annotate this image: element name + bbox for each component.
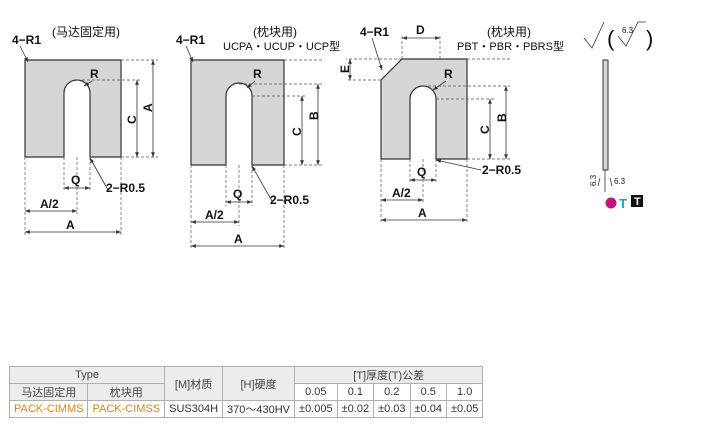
- roughness-inner-value: 6.3: [622, 26, 634, 35]
- cell-tol-01: ±0.02: [336, 400, 375, 418]
- cell-tol-10: ±0.05: [445, 400, 484, 418]
- col-thickness-05: 0.5: [409, 383, 447, 401]
- col-thickness-005: 0.05: [294, 383, 338, 401]
- ucp-shim-models: UCPA・UCUP・UCP型: [223, 39, 340, 53]
- ucp-corner-label: 4−R1: [176, 33, 205, 47]
- side-view: ( 6.3 ) 6.3 6.3 T T: [583, 21, 653, 211]
- pbt-shim-shape: [380, 58, 468, 160]
- motor-dim-q: Q: [71, 173, 80, 187]
- badge-t-dark: T: [634, 196, 641, 208]
- roughness-symbol-icon: [583, 21, 605, 49]
- pbt-dim-c: C: [478, 125, 492, 134]
- plate-side-profile: [602, 59, 609, 171]
- ucp-shim-shape: [190, 59, 285, 166]
- col-type: Type: [8, 366, 166, 384]
- ucp-dim-q: Q: [233, 187, 242, 201]
- roughness-paren-open: (: [607, 26, 615, 51]
- roughness-paren-close: ): [646, 26, 653, 51]
- pbt-dim-e: E: [338, 65, 352, 73]
- motor-shim-shape: [24, 59, 122, 158]
- pbt-shim-models: PBT・PBR・PBRS型: [457, 39, 564, 53]
- cell-tol-02: ±0.03: [373, 400, 411, 418]
- ucp-dim-a: A: [234, 232, 243, 246]
- ucp-fillet-label: 2−R0.5: [270, 193, 309, 207]
- pbt-radius-label: R: [444, 67, 453, 81]
- pbt-dim-half-a: A/2: [392, 186, 411, 200]
- pbt-dim-q: Q: [417, 165, 426, 179]
- spec-header-row-1: Type [M]材质 [H]硬度 [T]厚度(T)公差: [8, 366, 484, 401]
- cell-block-type[interactable]: PACK-CIMSS: [87, 400, 166, 418]
- pbt-shim-title: (枕块用): [487, 24, 531, 39]
- roughness-inner-symbol-icon: [617, 21, 646, 47]
- ucp-dim-half-a: A/2: [205, 208, 224, 222]
- motor-radius-label: R: [90, 67, 99, 81]
- roughness-right-value: 6.3: [614, 177, 626, 186]
- cell-tol-05: ±0.04: [409, 400, 447, 418]
- cell-motor-type[interactable]: PACK-CIMMS: [8, 400, 89, 418]
- motor-fillet-label: 2−R0.5: [106, 181, 145, 195]
- col-thickness-02: 0.2: [373, 383, 411, 401]
- ucp-dim-c: C: [290, 127, 304, 136]
- pbt-fillet-label: 2−R0.5: [482, 163, 521, 177]
- col-material: [M]材质: [164, 366, 224, 401]
- figure-pillow-block-pbt: (枕块用) PBT・PBR・PBRS型 4−R1 D E R B C Q: [338, 23, 564, 224]
- pbt-corner-label: 4−R1: [360, 25, 389, 39]
- figure-pillow-block-ucp: (枕块用) UCPA・UCUP・UCP型 4−R1 R B C Q A/2 A …: [176, 24, 340, 250]
- ucp-shim-title: (枕块用): [253, 24, 297, 39]
- col-thickness-10: 1.0: [445, 383, 484, 401]
- cell-tol-005: ±0.005: [294, 400, 338, 418]
- cell-hardness: 370～430HV: [222, 400, 296, 418]
- col-type-block: 枕块用: [87, 383, 166, 401]
- spec-table: Type [M]材质 [H]硬度 [T]厚度(T)公差 马达固定用 枕块用 0.…: [8, 366, 484, 418]
- col-thickness: [T]厚度(T)公差: [294, 366, 484, 384]
- figure-motor-mount: (马达固定用) 4−R1 R A C Q A/2 A 2−R0.5: [12, 24, 158, 236]
- motor-dim-a-bottom: A: [66, 218, 75, 232]
- col-thickness-01: 0.1: [336, 383, 375, 401]
- badge-t-light: T: [619, 196, 627, 211]
- motor-dim-a-vertical: A: [141, 103, 155, 112]
- material-badge-icon: [605, 197, 617, 209]
- pbt-dim-d: D: [416, 23, 425, 37]
- motor-corner-label: 4−R1: [12, 33, 41, 47]
- col-hardness: [H]硬度: [222, 366, 296, 401]
- pbt-dim-b: B: [495, 113, 509, 122]
- cell-material: SUS304H: [164, 400, 224, 418]
- spec-header-row-2: 马达固定用 枕块用 0.05 0.1 0.2 0.5 1.0: [8, 383, 484, 401]
- ucp-radius-label: R: [253, 67, 262, 81]
- pbt-dim-a: A: [418, 206, 427, 220]
- col-type-motor: 马达固定用: [8, 383, 89, 401]
- motor-dim-c: C: [125, 115, 139, 124]
- ucp-dim-b: B: [307, 111, 321, 120]
- motor-shim-title: (马达固定用): [52, 24, 120, 39]
- roughness-left-value: 6.3: [589, 174, 598, 186]
- motor-dim-half-a: A/2: [40, 197, 59, 211]
- badge-t-dark-box: [631, 195, 643, 207]
- spec-data-row: PACK-CIMMS PACK-CIMSS SUS304H 370～430HV …: [8, 400, 484, 418]
